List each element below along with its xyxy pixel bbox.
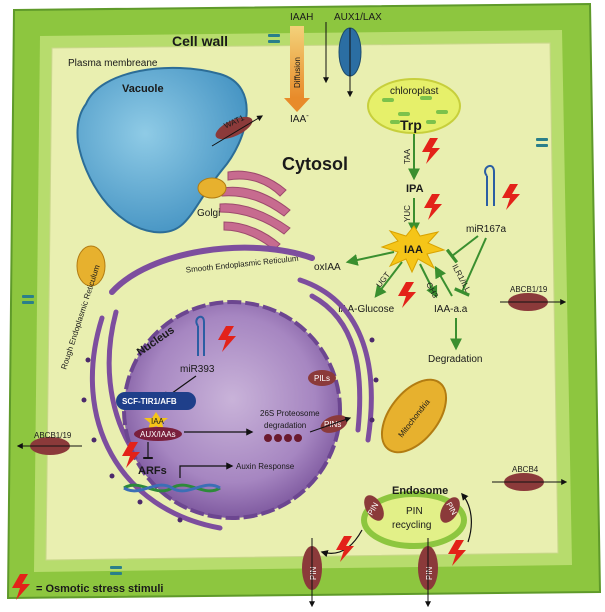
abcb4-label: ABCB4 <box>512 465 539 474</box>
aux-iaas-label: AUX/IAAs <box>140 430 176 439</box>
cell-wall-label: Cell wall <box>172 33 228 49</box>
legend-bolt-icon <box>12 574 30 600</box>
iaah-label: IAAH <box>290 12 313 23</box>
stress-bolt-icon <box>398 282 416 308</box>
stress-bolt-icon <box>422 138 440 164</box>
legend-label: = Osmotic stress stimuli <box>36 583 163 595</box>
chloroplast-thylakoids <box>382 96 448 124</box>
pin-endo2-transporter <box>440 497 460 523</box>
abcb1-19-left-label: ABCB1/19 <box>34 431 72 440</box>
iaa-center-label: IAA <box>404 244 423 256</box>
wat1-transporter <box>215 116 253 140</box>
plasma-membrane-label: Plasma membreane <box>68 58 158 69</box>
trp-label: Trp <box>400 117 422 133</box>
diffusion-arrow-head <box>284 98 310 112</box>
mir167a-hairpin <box>484 164 495 206</box>
ribosomes <box>81 337 379 523</box>
stress-bolt-icon <box>122 442 140 468</box>
pils-label: PILs <box>314 374 330 383</box>
proteasome-deg-label: degradation <box>264 421 306 430</box>
iaa-small-star <box>144 412 168 430</box>
proteasome-label: 26S Proteosome <box>260 409 320 418</box>
ipa-label: IPA <box>406 183 424 195</box>
scf-tir1-afb <box>116 392 196 410</box>
endosome <box>361 491 467 549</box>
stress-bolt-icon <box>502 184 520 210</box>
stress-bolt-icon <box>336 536 354 562</box>
pin-recycling-2-label: recycling <box>392 520 431 531</box>
iaa-glucose-label: IAA-Glucose <box>338 304 395 315</box>
pin-bottom-right-label: PIN <box>425 566 434 580</box>
pin-recycling-1-label: PIN <box>406 506 423 517</box>
vacuole-label: Vacuole <box>122 83 164 95</box>
iaa-star <box>380 225 446 274</box>
smooth-er <box>109 244 315 295</box>
auxin-response-arrow <box>179 462 234 478</box>
recycling-arrow-left <box>320 529 363 558</box>
recycling-arrow-right <box>461 492 472 543</box>
iaa-small-label: IAA <box>151 417 165 426</box>
endosome-label: Endosome <box>392 485 448 497</box>
mitochondria <box>380 378 448 454</box>
chloroplast-label: chloroplast <box>390 86 439 97</box>
diffusion-arrow-body <box>290 26 304 98</box>
stress-bolt-icon <box>448 540 466 566</box>
aux1-lax-label: AUX1/LAX <box>334 12 382 23</box>
mir393-hairpin <box>195 315 205 356</box>
stress-bolt-icon <box>424 194 442 220</box>
pins-nuc-arrow <box>309 416 352 433</box>
iaa-minus-label: IAA- <box>290 111 309 125</box>
yuc-label: YUC <box>403 205 412 222</box>
mir167a-inhibit <box>445 235 479 264</box>
dna-helix-2 <box>123 483 221 493</box>
pin-endo-transporter <box>364 495 384 521</box>
taa-label: TAA <box>403 148 412 164</box>
chloroplast <box>367 78 461 134</box>
aa-to-iaa <box>434 265 453 297</box>
iaa-to-glucose <box>374 261 403 298</box>
abcb1-19-right-label: ABCB1/19 <box>510 285 548 294</box>
auxin-response-label: Auxin Response <box>236 462 295 471</box>
pin-bottom-left-label: PIN <box>309 566 318 580</box>
mir393-label: miR393 <box>180 364 215 375</box>
degradation-label: Degradation <box>428 354 482 365</box>
arfs-label: ARFs <box>138 465 167 477</box>
golgi-label: Golgi <box>197 208 220 219</box>
aux-iaas <box>134 427 182 441</box>
stress-bolt-icon <box>218 326 236 352</box>
proteasome-dots <box>264 434 302 442</box>
iaa-aa-label: IAA-a.a <box>434 304 468 315</box>
pils-transporter <box>308 370 336 386</box>
oxiaa-label: oxIAA <box>314 262 341 273</box>
wat1-arrow <box>211 115 264 147</box>
plasmodesmata <box>22 34 548 575</box>
mir167a-inhibit-2 <box>454 237 487 297</box>
nucleus <box>122 300 342 520</box>
scf-label: SCF-TIR1/AFB <box>122 397 177 406</box>
mir167a-label: miR167a <box>466 224 506 235</box>
cytosol-label: Cytosol <box>282 154 348 174</box>
diffusion-label: Diffusion <box>293 57 302 88</box>
stress-bolts <box>122 138 520 566</box>
iaa-to-oxiaa <box>345 251 395 266</box>
golgi <box>219 170 291 251</box>
iaa-to-aa <box>419 263 438 299</box>
mitochondria-small <box>76 177 227 287</box>
